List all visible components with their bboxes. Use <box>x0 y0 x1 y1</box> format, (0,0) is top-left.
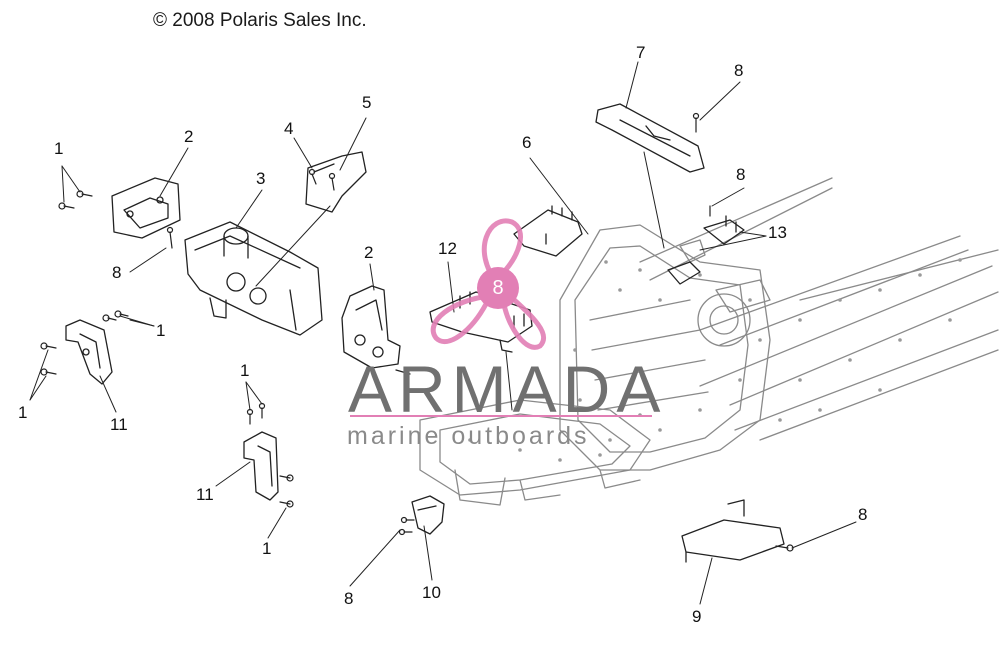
part-5-shield <box>305 151 367 213</box>
callout-13: 13 <box>768 223 787 242</box>
callout-8: 8 <box>734 61 744 80</box>
copyright-notice: © 2008 Polaris Sales Inc. <box>153 10 367 31</box>
part-6-plate <box>513 205 583 257</box>
callout-6: 6 <box>522 133 532 152</box>
callout-9: 9 <box>692 607 702 626</box>
callout-8: 8 <box>344 589 354 608</box>
callout-5: 5 <box>362 93 372 112</box>
part-7-tunnel-cover <box>595 103 705 173</box>
callout-1: 1 <box>262 539 272 558</box>
callout-1: 1 <box>18 403 28 422</box>
callout-1: 1 <box>240 361 250 380</box>
callout-7: 7 <box>636 43 646 62</box>
part-9-skid-plate <box>681 499 785 563</box>
callout-3: 3 <box>256 169 266 188</box>
part-10-guard <box>411 495 445 535</box>
callout-4: 4 <box>284 119 294 138</box>
callout-8: 8 <box>858 505 868 524</box>
watermark-subtitle: marine outboards <box>347 422 590 450</box>
watermark-propeller-icon <box>430 218 547 350</box>
part-2-bracket-top <box>111 177 181 239</box>
chassis-frame <box>419 177 999 506</box>
callout-1: 1 <box>54 139 64 158</box>
part-3-steering-housing <box>184 221 323 336</box>
callout-8: 8 <box>112 263 122 282</box>
callout-10: 10 <box>422 583 441 602</box>
callout-8: 8 <box>736 165 746 184</box>
watermark-badge-number: 8 <box>492 277 504 299</box>
callout-12: 12 <box>438 239 457 258</box>
callout-11: 11 <box>196 485 214 504</box>
leader-lines <box>29 61 857 605</box>
part-2-bracket-mid <box>341 285 411 375</box>
part-11-bracket-low <box>243 431 279 501</box>
part-11-bracket-left <box>65 319 113 385</box>
callout-1: 1 <box>156 321 166 340</box>
part-13-bracket <box>667 215 745 285</box>
callout-2: 2 <box>364 243 374 262</box>
callout-2: 2 <box>184 127 194 146</box>
watermark-badge-circle <box>477 267 519 309</box>
callout-11: 11 <box>110 415 128 434</box>
watermark-title: ARMADA <box>348 352 667 426</box>
